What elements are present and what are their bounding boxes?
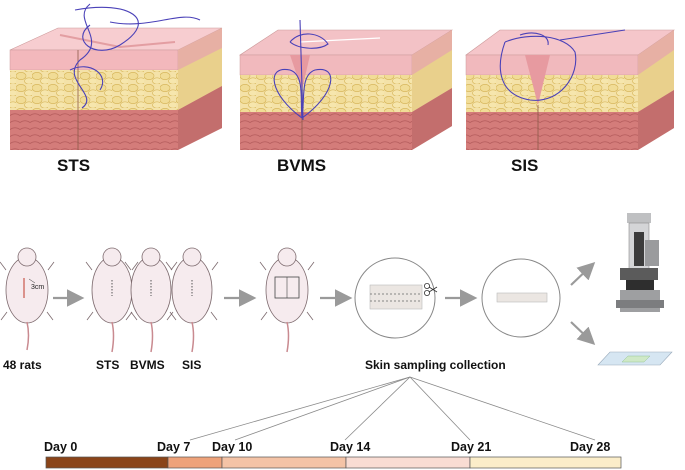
rat-figure-sampling — [259, 247, 315, 353]
tissue-block-sts — [9, 3, 223, 150]
day-label-0: Day 0 — [44, 440, 78, 454]
group-label-bvms: BVMS — [130, 358, 165, 372]
skin-strip-cutting-circle — [354, 257, 438, 339]
group-label-sts: STS — [96, 358, 120, 372]
tissue-block-sis — [465, 29, 675, 150]
rat-figure-bvms — [124, 247, 178, 353]
rats-count-label: 48 rats — [3, 358, 42, 372]
suture-thread-sts — [69, 3, 201, 109]
process-arrows — [53, 261, 596, 346]
suture-thread-bvms — [273, 19, 332, 121]
day-label-21: Day 21 — [451, 440, 492, 454]
technique-label-sis: SIS — [511, 156, 539, 175]
histology-slide — [597, 351, 673, 366]
tissue-block-bvms — [238, 19, 454, 150]
scissors-icon — [423, 282, 438, 296]
incision-length-label: 3cm — [31, 284, 45, 291]
skin-strip-sample-circle — [481, 258, 561, 338]
timeline-segment-7-10 — [167, 456, 223, 469]
timeline-segment-21-28 — [469, 456, 622, 469]
timeline-bar — [45, 456, 622, 469]
sampling-label: Skin sampling collection — [365, 358, 506, 372]
day-label-7: Day 7 — [157, 440, 191, 454]
day-label-10: Day 10 — [212, 440, 253, 454]
rat-figure-initial — [0, 247, 55, 351]
rat-figure-sis — [165, 247, 219, 353]
day-label-14: Day 14 — [330, 440, 371, 454]
group-label-sis: SIS — [182, 358, 202, 372]
rat-figure-sts — [85, 247, 139, 353]
day-label-28: Day 28 — [570, 440, 611, 454]
timeline-segment-0-7 — [45, 456, 169, 469]
suture-thread-sis — [499, 29, 626, 101]
timeline-segment-10-14 — [221, 456, 347, 469]
tensile-testing-machine — [616, 213, 664, 312]
technique-label-sts: STS — [57, 156, 91, 175]
timeline-connector-lines — [189, 376, 596, 441]
timeline-segment-14-21 — [345, 456, 471, 469]
technique-label-bvms: BVMS — [277, 156, 327, 175]
